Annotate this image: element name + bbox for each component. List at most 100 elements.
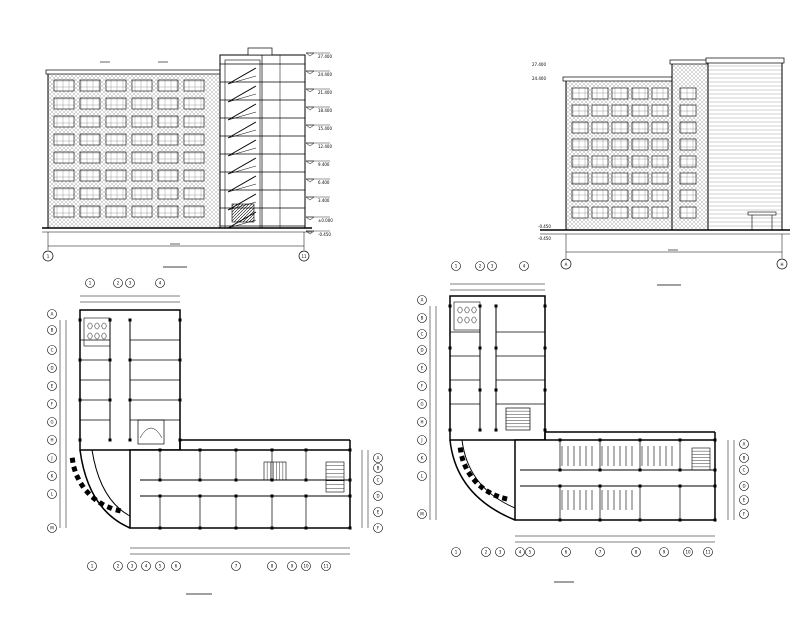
window (105, 97, 127, 110)
axis-label: 1 (455, 550, 458, 555)
window (651, 189, 669, 202)
axis-bubble (373, 507, 383, 517)
axis-bubble (739, 481, 749, 491)
column (448, 428, 452, 432)
stair-flight (227, 75, 257, 85)
window (679, 104, 697, 117)
axis-bubble (683, 547, 693, 557)
column (78, 398, 82, 402)
stair-flight (227, 121, 257, 139)
axis-bubble (373, 523, 383, 533)
window (591, 172, 609, 185)
axis-label: D (376, 494, 379, 499)
window (131, 205, 153, 218)
stair-treads (266, 462, 344, 489)
level-marker (305, 196, 315, 201)
axis-bubble (141, 561, 151, 571)
axis-label: C (51, 348, 54, 353)
window (631, 172, 649, 185)
axis-label: E (421, 366, 424, 371)
column (448, 346, 452, 350)
toilet-fixture (101, 322, 107, 330)
column-block (69, 457, 76, 464)
axis-bubble (47, 399, 57, 409)
window (79, 151, 101, 164)
window (183, 169, 205, 182)
column (678, 438, 682, 442)
axis-bubble (155, 561, 165, 571)
stair-flight (227, 139, 257, 157)
axis-bubble (373, 491, 383, 501)
toilet-fixture (464, 316, 470, 324)
axis-label: 7 (599, 550, 602, 555)
stair-flight (227, 67, 257, 85)
axis-bubble (417, 381, 427, 391)
axis-label: 8 (635, 550, 638, 555)
column (558, 484, 562, 488)
column (543, 388, 547, 392)
axis-bubble (475, 261, 485, 271)
column (198, 448, 202, 452)
level-label: 27.400 (532, 62, 546, 67)
window (679, 155, 697, 168)
window (651, 206, 669, 219)
axis-label: A (565, 262, 568, 267)
axis-label: 6 (565, 550, 568, 555)
window (651, 138, 669, 151)
column-block (90, 495, 98, 503)
window (53, 115, 75, 128)
curved-colonnade (457, 447, 508, 502)
column-block (462, 463, 469, 470)
window (571, 172, 589, 185)
axis-label: L (421, 474, 424, 479)
axis-label: B (421, 316, 424, 321)
window (591, 121, 609, 134)
toilet-fixture (464, 306, 470, 314)
window (105, 205, 127, 218)
axis-bubble (85, 278, 95, 288)
column (713, 484, 717, 488)
column (494, 346, 498, 350)
right-elevation-windows (571, 87, 697, 219)
level-label: 3.400 (318, 198, 330, 203)
axis-label: 4 (523, 264, 526, 269)
axis-bubble (739, 439, 749, 449)
column (448, 388, 452, 392)
level-marker (305, 52, 315, 57)
axis-bubble (47, 381, 57, 391)
axis-label: 2 (117, 564, 120, 569)
stair-flight (227, 165, 257, 175)
column (598, 438, 602, 442)
column (108, 358, 112, 362)
axis-bubble (525, 547, 535, 557)
column (158, 478, 162, 482)
axis-label: B (377, 466, 380, 471)
axis-label: D (742, 484, 745, 489)
axis-bubble (417, 363, 427, 373)
window (631, 138, 649, 151)
axis-bubble (631, 547, 641, 557)
axis-bubble (231, 561, 241, 571)
axis-label: H (50, 438, 53, 443)
axis-label: F (51, 402, 54, 407)
window (631, 189, 649, 202)
window (571, 121, 589, 134)
column-block (466, 470, 474, 478)
column-block (84, 488, 92, 496)
level-label: 9.400 (318, 162, 330, 167)
column (638, 468, 642, 472)
axis-label: 1 (455, 264, 458, 269)
column (270, 494, 274, 498)
column (494, 428, 498, 432)
axis-bubble (417, 399, 427, 409)
stair-core (263, 461, 287, 481)
axis-label: 4 (159, 281, 162, 286)
axis-label: A (421, 298, 424, 303)
level-marker (305, 106, 315, 111)
axis-bubble (373, 453, 383, 463)
axis-label: 1 (91, 564, 94, 569)
window (591, 104, 609, 117)
toilet-fixture (471, 306, 477, 314)
